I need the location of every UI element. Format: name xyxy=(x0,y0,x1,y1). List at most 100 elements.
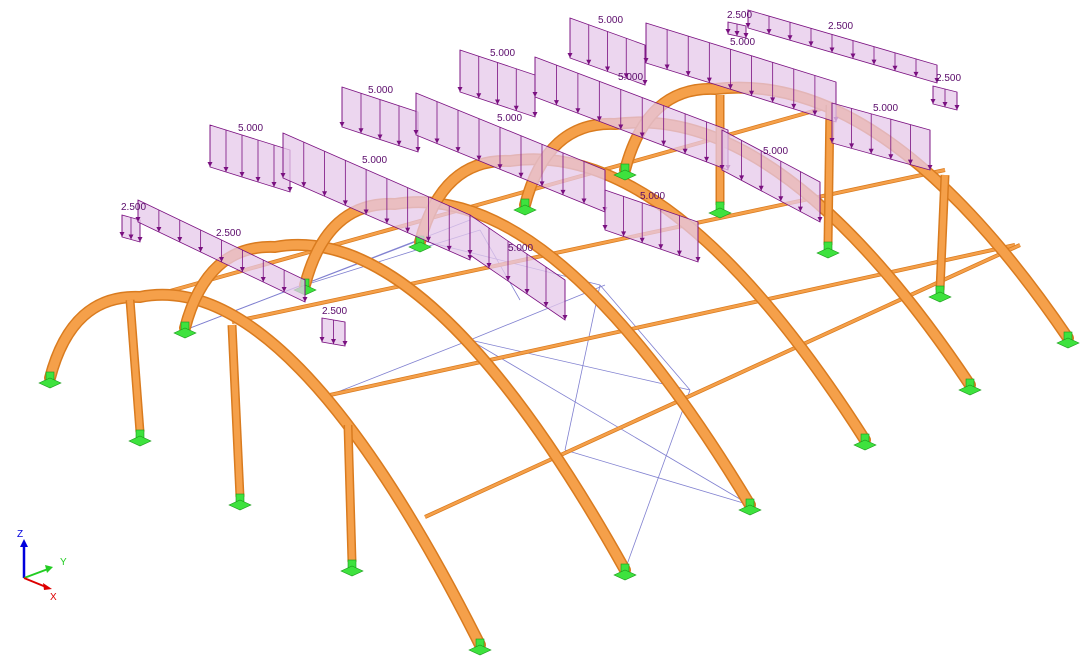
distributed-load[interactable] xyxy=(457,49,538,118)
arch-member[interactable] xyxy=(45,290,485,650)
arch-member[interactable] xyxy=(300,197,755,510)
support[interactable] xyxy=(708,201,732,219)
load-arrow-head xyxy=(954,105,960,110)
columns-layer xyxy=(125,95,950,563)
load-arrow-head xyxy=(942,102,948,107)
support-plate xyxy=(513,204,537,216)
support[interactable] xyxy=(228,493,252,511)
support[interactable] xyxy=(1056,331,1080,349)
support[interactable] xyxy=(468,638,492,656)
load-arrow-head xyxy=(639,237,645,243)
load-arrow-head xyxy=(331,339,336,344)
load-arrow-head xyxy=(575,108,581,114)
load-arrow-head xyxy=(302,297,308,302)
arch-member[interactable] xyxy=(180,240,630,575)
support[interactable] xyxy=(613,163,637,181)
load-arrow-head xyxy=(497,164,503,170)
support-plate xyxy=(816,247,840,259)
column[interactable] xyxy=(127,299,143,433)
y-axis-arrow xyxy=(23,568,49,579)
load-arrow-head xyxy=(934,78,940,83)
support[interactable] xyxy=(928,285,952,303)
bracing-cable[interactable] xyxy=(564,284,601,451)
x-axis-label: X xyxy=(50,592,57,603)
load-arrow-head xyxy=(808,41,814,47)
load-arrow-head xyxy=(618,124,624,130)
distributed-load[interactable] xyxy=(467,214,568,321)
distributed-load[interactable] xyxy=(719,129,823,223)
distributed-load[interactable] xyxy=(135,199,308,303)
support[interactable] xyxy=(958,378,982,396)
support-plate xyxy=(1056,337,1080,349)
load-arrow-head xyxy=(602,225,608,230)
longitudinal-beam-fill xyxy=(424,243,1021,519)
load-arrow-head xyxy=(384,218,390,224)
bracing-cable[interactable] xyxy=(469,339,691,391)
load-value-label: 5.000 xyxy=(598,15,623,26)
bracing-cable[interactable] xyxy=(624,389,691,571)
load-value-label: 5.000 xyxy=(508,243,533,254)
load-arrow-head xyxy=(661,140,667,146)
distributed-load[interactable] xyxy=(829,102,933,171)
bracing-cable[interactable] xyxy=(469,284,606,341)
load-arrow-head xyxy=(260,277,266,282)
load-arrow-head xyxy=(758,185,764,191)
loads-layer xyxy=(119,9,960,347)
support[interactable] xyxy=(738,498,762,516)
column[interactable] xyxy=(937,174,948,291)
load-arrow-head xyxy=(434,138,440,144)
distributed-load[interactable] xyxy=(339,86,421,153)
column[interactable] xyxy=(345,424,355,563)
support[interactable] xyxy=(173,321,197,339)
bracing-cable[interactable] xyxy=(329,339,471,396)
load-arrow-head xyxy=(135,217,141,222)
load-arrow-head xyxy=(219,257,224,262)
distributed-load[interactable] xyxy=(532,56,731,171)
bracing-cable[interactable] xyxy=(564,449,751,506)
support[interactable] xyxy=(816,241,840,259)
load-arrow-head xyxy=(642,80,648,85)
load-arrow-head xyxy=(377,134,383,140)
support[interactable] xyxy=(853,433,877,451)
load-arrow-head xyxy=(623,73,629,79)
bracing-cable[interactable] xyxy=(469,339,751,506)
support-plate xyxy=(38,377,62,389)
load-arrow-head xyxy=(342,200,348,206)
distributed-load[interactable] xyxy=(602,189,701,263)
load-arrow-head xyxy=(770,97,776,103)
distributed-load[interactable] xyxy=(207,124,293,193)
load-arrow-head xyxy=(532,92,538,97)
distributed-load[interactable] xyxy=(567,17,648,86)
distributed-load[interactable] xyxy=(319,317,348,347)
load-arrow-head xyxy=(727,84,733,90)
column[interactable] xyxy=(229,324,243,498)
load-arrow-head xyxy=(664,64,670,70)
x-axis-head xyxy=(43,583,52,590)
support[interactable] xyxy=(340,559,364,577)
support[interactable] xyxy=(128,429,152,447)
load-arrow-head xyxy=(695,257,701,262)
load-value-label: 5.000 xyxy=(238,123,263,134)
distributed-load[interactable] xyxy=(280,132,473,261)
load-arrow-head xyxy=(476,155,482,161)
support[interactable] xyxy=(38,371,62,389)
support[interactable] xyxy=(613,563,637,581)
load-arrow-head xyxy=(643,58,649,63)
support-plate xyxy=(708,207,732,219)
distributed-load[interactable] xyxy=(725,21,749,39)
bracing-cable[interactable] xyxy=(599,284,691,391)
load-arrow-head xyxy=(797,206,803,212)
load-arrow-head xyxy=(405,227,411,233)
load-arrow-head xyxy=(505,276,511,281)
distributed-load[interactable] xyxy=(930,85,960,111)
load-arrow-head xyxy=(871,59,877,65)
support[interactable] xyxy=(513,198,537,216)
distributed-load[interactable] xyxy=(119,214,143,243)
load-arrow-head xyxy=(704,156,710,162)
column[interactable] xyxy=(825,104,833,246)
load-arrow-head xyxy=(539,181,545,187)
distributed-load[interactable] xyxy=(745,9,940,84)
load-arrow-head xyxy=(281,287,287,292)
